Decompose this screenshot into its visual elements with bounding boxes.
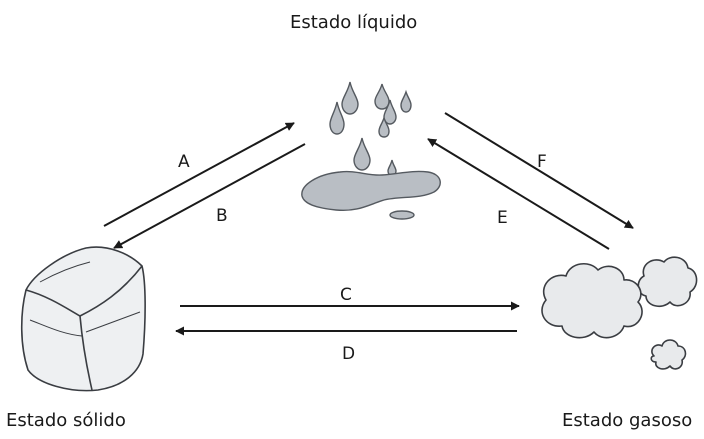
arrow-label-e: E xyxy=(497,208,508,228)
arrow-b xyxy=(113,143,306,249)
liquid-state-label: Estado líquido xyxy=(290,12,418,33)
gas-clouds-icon xyxy=(541,256,698,370)
arrow-a xyxy=(103,122,295,227)
arrow-f xyxy=(444,112,634,229)
gas-state-label: Estado gasoso xyxy=(562,410,693,431)
ice-cube-icon xyxy=(20,246,146,392)
arrow-label-f: F xyxy=(537,152,547,172)
arrow-label-d: D xyxy=(342,344,355,364)
arrow-label-c: C xyxy=(340,285,352,305)
arrow-label-a: A xyxy=(178,152,190,172)
arrow-e xyxy=(427,138,610,250)
arrow-label-b: B xyxy=(216,206,228,226)
arrows xyxy=(103,112,634,336)
liquid-drops-icon xyxy=(301,81,441,220)
puddle-shape xyxy=(301,170,441,212)
solid-state-label: Estado sólido xyxy=(6,410,126,431)
